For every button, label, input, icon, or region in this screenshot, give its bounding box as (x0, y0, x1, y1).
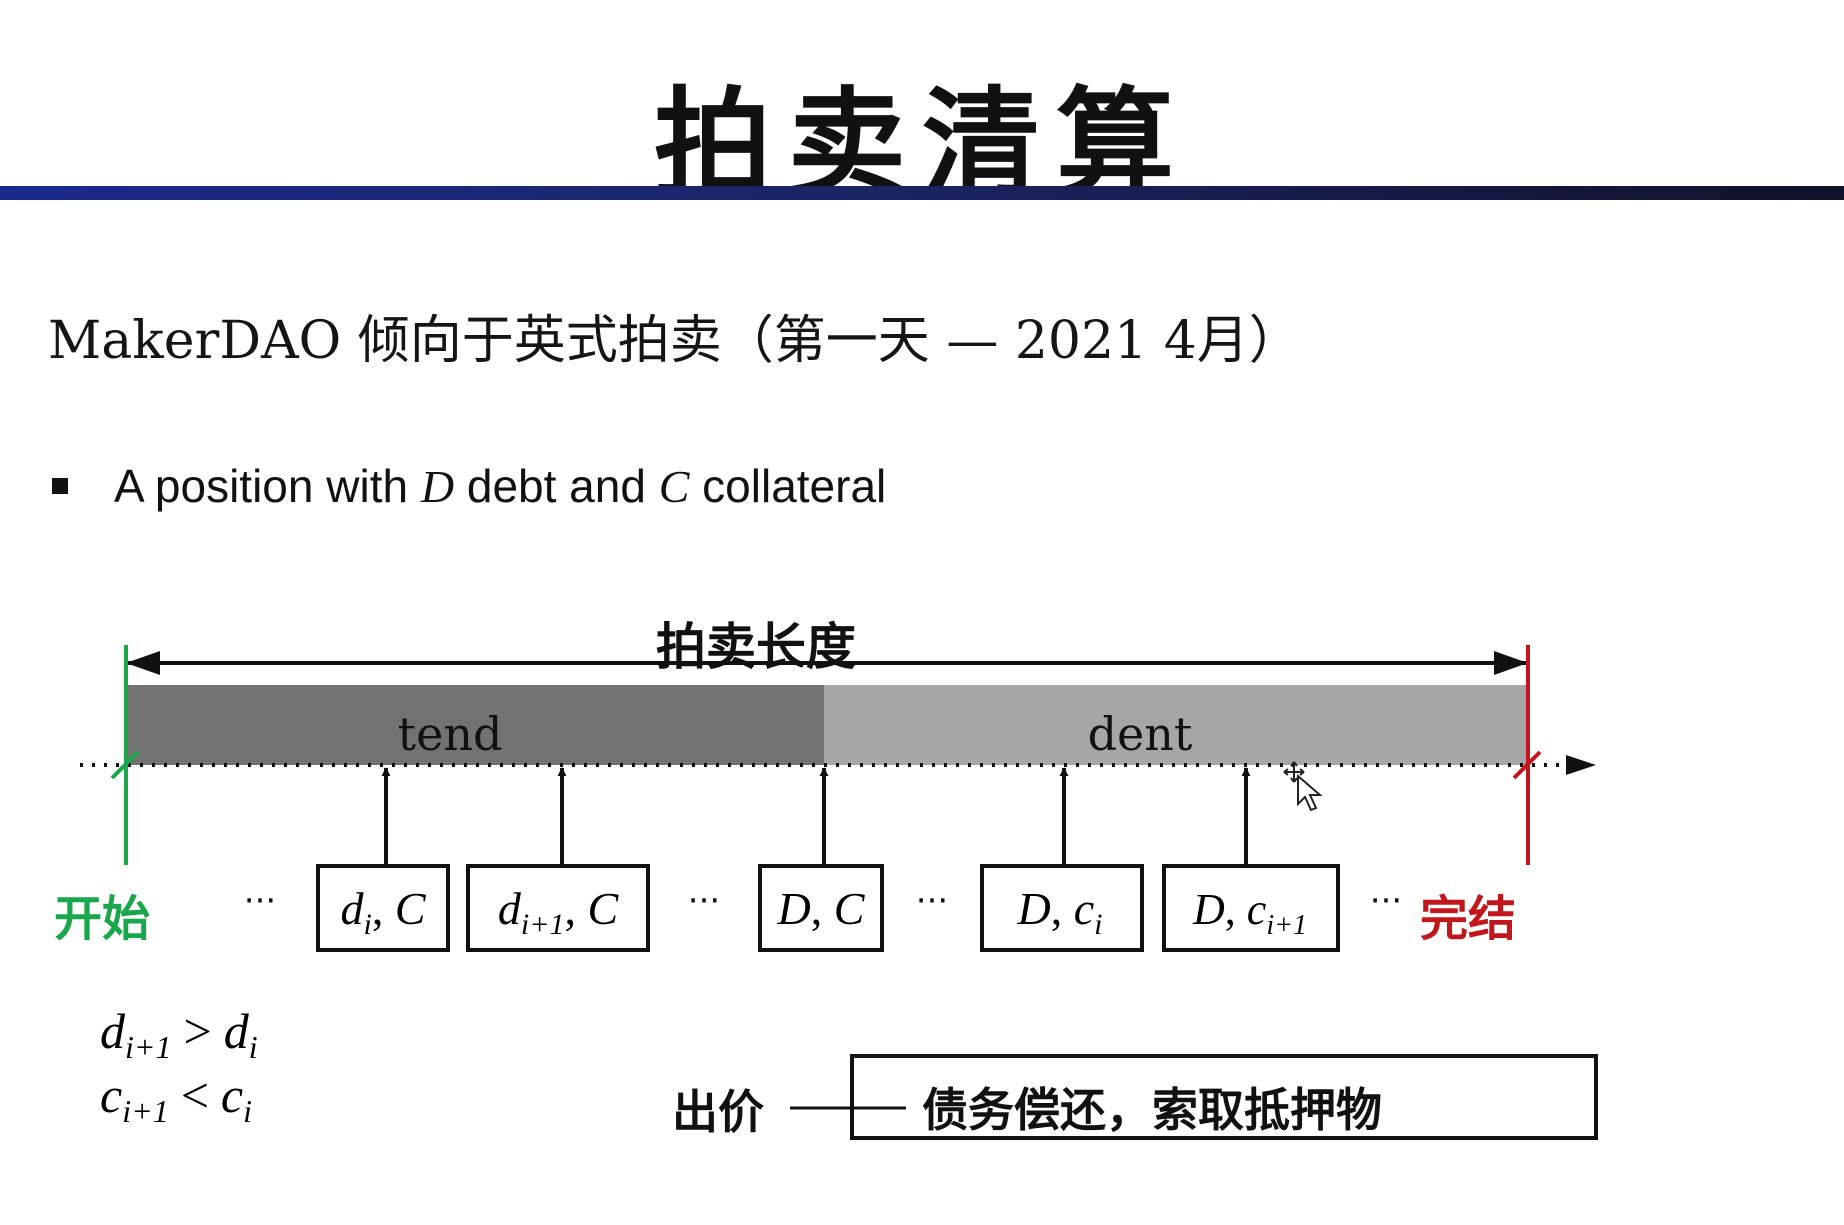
bid-box-label: D, C (777, 883, 866, 934)
duration-arrow-left-head (126, 651, 160, 675)
bullet-text-c: collateral (689, 460, 887, 512)
collateral-variable: C (658, 461, 690, 512)
debt-rule: di+1>di (100, 1003, 258, 1065)
bullet-item: A position with D debt and C collateral (52, 456, 886, 516)
bid-note-label: 出价 (672, 1085, 764, 1139)
bid-box-label: D, ci (1017, 883, 1103, 941)
ellipsis: ··· (688, 881, 720, 921)
title-divider (0, 186, 1844, 200)
end-tick (1512, 750, 1542, 780)
time-axis-arrowhead (1566, 755, 1596, 775)
start-label: 开始 (54, 891, 150, 947)
start-tick (110, 750, 140, 780)
dent-phase-label: dent (1088, 707, 1193, 761)
tend-phase-bar (126, 685, 824, 765)
duration-arrow-right-head (1494, 651, 1528, 675)
bullet-text-b: debt and (454, 460, 659, 512)
bid-box (466, 864, 650, 952)
bid-box (758, 864, 884, 952)
bid-box (980, 864, 1144, 952)
bid-note-text: 债务偿还，索取抵押物 (922, 1083, 1382, 1137)
bid-box (1162, 864, 1340, 952)
bid-box-label: D, ci+1 (1192, 885, 1307, 941)
mouse-cursor-icon (1283, 761, 1323, 812)
bid-box-label: di+1, C (498, 883, 620, 941)
bid-note-box (850, 1054, 1598, 1140)
bid-box-label: di, C (340, 883, 426, 941)
slide-subtitle: MakerDAO 倾向于英式拍卖（第一天 — 2021 4月） (48, 311, 1301, 371)
bullet-marker (52, 478, 68, 494)
dent-phase-bar (824, 685, 1528, 765)
bid-box (316, 864, 450, 952)
bullet-text: A position with D debt and C collateral (114, 459, 886, 513)
tend-phase-label: tend (398, 707, 503, 761)
duration-label: 拍卖长度 (656, 617, 856, 676)
ellipsis: ··· (1370, 881, 1402, 921)
collateral-rule: ci+1<ci (100, 1067, 252, 1129)
debt-variable: D (420, 461, 455, 512)
bullet-text-a: A position with (114, 460, 421, 512)
ellipsis: ··· (916, 881, 948, 921)
ellipsis: ··· (244, 881, 276, 921)
end-label: 完结 (1420, 891, 1516, 947)
